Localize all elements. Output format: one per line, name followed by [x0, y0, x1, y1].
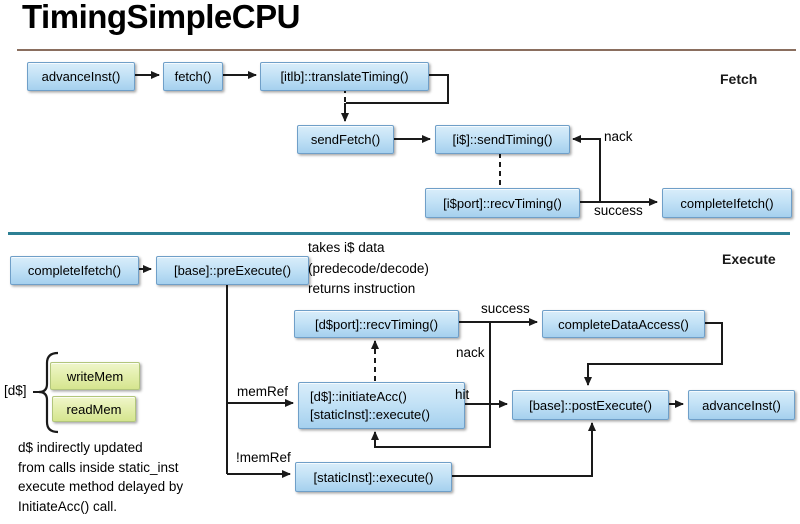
node-icache-port-recv-timing: [i$port]::recvTiming() — [425, 188, 580, 218]
execute-success-label: success — [481, 301, 530, 316]
pre-execute-note-line2: (predecode/decode) — [308, 260, 429, 276]
initiate-acc-line2: [staticInst]::execute() — [310, 406, 430, 422]
node-dcache-port-recv-timing: [d$port]::recvTiming() — [294, 310, 459, 338]
dcache-note-line4: InitiateAcc() call. — [18, 498, 118, 514]
hit-label: hit — [455, 387, 470, 402]
node-write-mem: writeMem — [50, 362, 140, 390]
pre-execute-note-line3: returns instruction — [308, 281, 416, 296]
node-advance-inst-execute: advanceInst() — [688, 390, 795, 420]
node-complete-ifetch: completeIfetch() — [662, 188, 792, 218]
execute-nack-label: nack — [456, 345, 485, 360]
node-complete-ifetch-execute: completeIfetch() — [10, 256, 139, 285]
fetch-success-label: success — [594, 203, 643, 218]
section-divider — [8, 232, 790, 235]
mem-ref-label: memRef — [237, 384, 289, 399]
fetch-nack-label: nack — [604, 129, 633, 144]
page-title: TimingSimpleCPU — [22, 0, 300, 35]
node-read-mem: readMem — [52, 396, 136, 422]
not-mem-ref-label: !memRef — [236, 450, 291, 465]
execute-section-label: Execute — [722, 251, 776, 267]
dcache-note: d$ indirectly updated from calls inside … — [18, 438, 183, 516]
fetch-section-label: Fetch — [720, 71, 758, 87]
dcache-note-line2: from calls inside static_inst — [18, 459, 179, 475]
dcache-label: [d$] — [4, 383, 27, 398]
node-send-fetch: sendFetch() — [297, 125, 394, 154]
initiate-acc-line1: [d$]::initiateAcc() — [310, 388, 407, 404]
node-base-pre-execute: [base]::preExecute() — [156, 256, 309, 285]
pre-execute-note-line1: takes i$ data — [308, 240, 385, 255]
node-initiate-acc: [d$]::initiateAcc() [staticInst]::execut… — [298, 382, 465, 429]
node-static-inst-execute: [staticInst]::execute() — [295, 462, 452, 492]
dcache-note-line1: d$ indirectly updated — [18, 440, 143, 455]
node-fetch: fetch() — [163, 62, 223, 91]
dcache-note-line3: execute method delayed by — [18, 479, 184, 494]
node-itlb-translate-timing: [itlb]::translateTiming() — [260, 62, 429, 91]
node-icache-send-timing: [i$]::sendTiming() — [435, 125, 570, 154]
node-advance-inst-fetch: advanceInst() — [27, 62, 135, 91]
title-underline — [17, 49, 796, 51]
node-complete-data-access: completeDataAccess() — [542, 310, 705, 338]
pre-execute-note: takes i$ data (predecode/decode) returns… — [308, 238, 429, 300]
node-base-post-execute: [base]::postExecute() — [512, 390, 669, 420]
